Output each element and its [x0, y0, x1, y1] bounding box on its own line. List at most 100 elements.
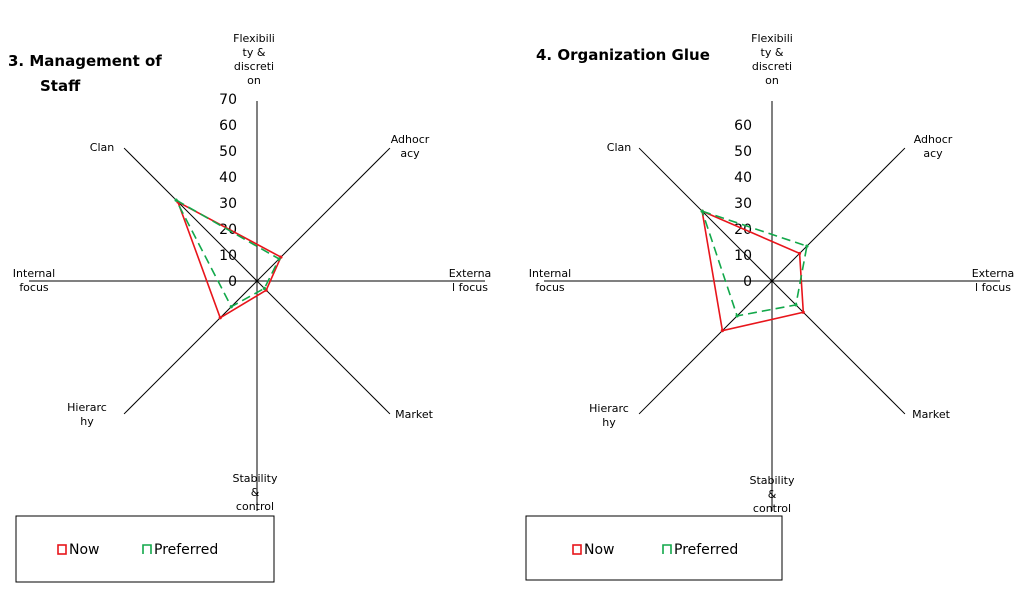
legend-swatch-preferred: [142, 544, 152, 554]
axis-label-line: Stability: [232, 472, 278, 485]
axis-label-line: Internal: [13, 267, 55, 280]
tick-label: 30: [219, 196, 237, 212]
tick-label: 50: [734, 144, 752, 160]
axis-label-line: acy: [400, 147, 420, 160]
tick-label: 50: [219, 144, 237, 160]
data-point-now-market: [801, 310, 805, 314]
axis-label-line: Flexibili: [751, 32, 793, 45]
tick-label: 60: [219, 118, 237, 134]
axis-label-stab: Stability&control: [749, 474, 795, 515]
data-point-preferred-market: [262, 286, 266, 290]
legend-swatch-now: [57, 544, 67, 555]
axis-label-line: Internal: [529, 267, 571, 280]
axis-label-line: &: [768, 488, 777, 501]
axis-line-clan: [123, 147, 258, 282]
tick-label: 0: [743, 274, 752, 290]
axis-label-line: discreti: [752, 60, 792, 73]
chart-title: 4. Organization Glue: [536, 46, 710, 64]
data-point-preferred-clan: [174, 198, 178, 202]
tick-label: 40: [734, 170, 752, 186]
axis-line-clan: [638, 147, 773, 282]
axis-label-market: Market: [395, 408, 433, 421]
axis-label-line: Market: [395, 408, 433, 421]
axis-label-line: control: [753, 502, 791, 515]
axis-label-clan: Clan: [90, 141, 114, 154]
axis-label-line: on: [247, 74, 261, 87]
axis-label-line: Market: [912, 408, 950, 421]
axis-label-line: ty &: [761, 46, 784, 59]
legend-swatch-preferred: [662, 544, 672, 554]
data-point-now-hier: [218, 316, 222, 320]
axis-label-line: Adhocr: [914, 133, 953, 146]
axis-line-adhoc: [771, 147, 906, 282]
legend-swatch-now: [572, 544, 582, 555]
axis-label-line: Hierarc: [67, 401, 107, 414]
axis-label-line: Hierarc: [589, 402, 629, 415]
axis-label-market: Market: [912, 408, 950, 421]
axis-line-adhoc: [256, 147, 391, 282]
chart-title-line-1: 3. Management of: [8, 52, 162, 70]
legend-label-preferred: Preferred: [154, 542, 218, 558]
axis-label-line: control: [236, 500, 274, 513]
legend-label-now: Now: [584, 542, 615, 558]
legend-label-now: Now: [69, 542, 100, 558]
axis-label-line: Stability: [749, 474, 795, 487]
axis-label-line: focus: [535, 281, 565, 294]
chart-title-line-2: Staff: [40, 77, 81, 95]
axis-line-market: [256, 280, 391, 415]
tick-label: 0: [228, 274, 237, 290]
axis-label-line: l focus: [452, 281, 488, 294]
axis-label-line: Clan: [90, 141, 114, 154]
axis-line-hier: [638, 280, 773, 415]
tick-label: 60: [734, 118, 752, 134]
tick-label: 70: [219, 92, 237, 108]
axis-line-hier: [123, 280, 258, 415]
axis-label-line: l focus: [975, 281, 1011, 294]
series-preferred-line: [174, 198, 281, 308]
axis-label-line: Clan: [607, 141, 631, 154]
axis-label-line: discreti: [234, 60, 274, 73]
data-point-now-hier: [720, 329, 724, 333]
axis-label-stab: Stability&control: [232, 472, 278, 513]
data-point-preferred-market: [794, 303, 798, 307]
axis-line-market: [771, 280, 906, 415]
data-point-preferred-hier: [229, 305, 233, 309]
tick-label: 10: [734, 248, 752, 264]
axis-label-line: focus: [19, 281, 49, 294]
axis-label-line: hy: [602, 416, 616, 429]
legend-label-preferred: Preferred: [674, 542, 738, 558]
tick-label: 40: [219, 170, 237, 186]
axis-label-line: Externa: [972, 267, 1015, 280]
data-point-now-adhoc: [797, 251, 802, 256]
axis-label-line: hy: [80, 415, 94, 428]
axis-label-line: on: [765, 74, 779, 87]
axis-label-line: Externa: [449, 267, 492, 280]
axis-label-line: acy: [923, 147, 943, 160]
legend-box: [525, 515, 783, 581]
axis-label-line: Flexibili: [233, 32, 275, 45]
tick-label: 30: [734, 196, 752, 212]
tick-label: 10: [219, 248, 237, 264]
legend-box: [15, 515, 275, 583]
data-point-preferred-hier: [735, 314, 739, 318]
data-point-preferred-clan: [700, 209, 704, 213]
axis-label-line: ty &: [243, 46, 266, 59]
axis-label-clan: Clan: [607, 141, 631, 154]
data-point-preferred-adhoc: [805, 244, 809, 248]
axis-label-line: &: [251, 486, 260, 499]
axis-label-line: Adhocr: [391, 133, 430, 146]
data-point-preferred-adhoc: [277, 257, 281, 261]
